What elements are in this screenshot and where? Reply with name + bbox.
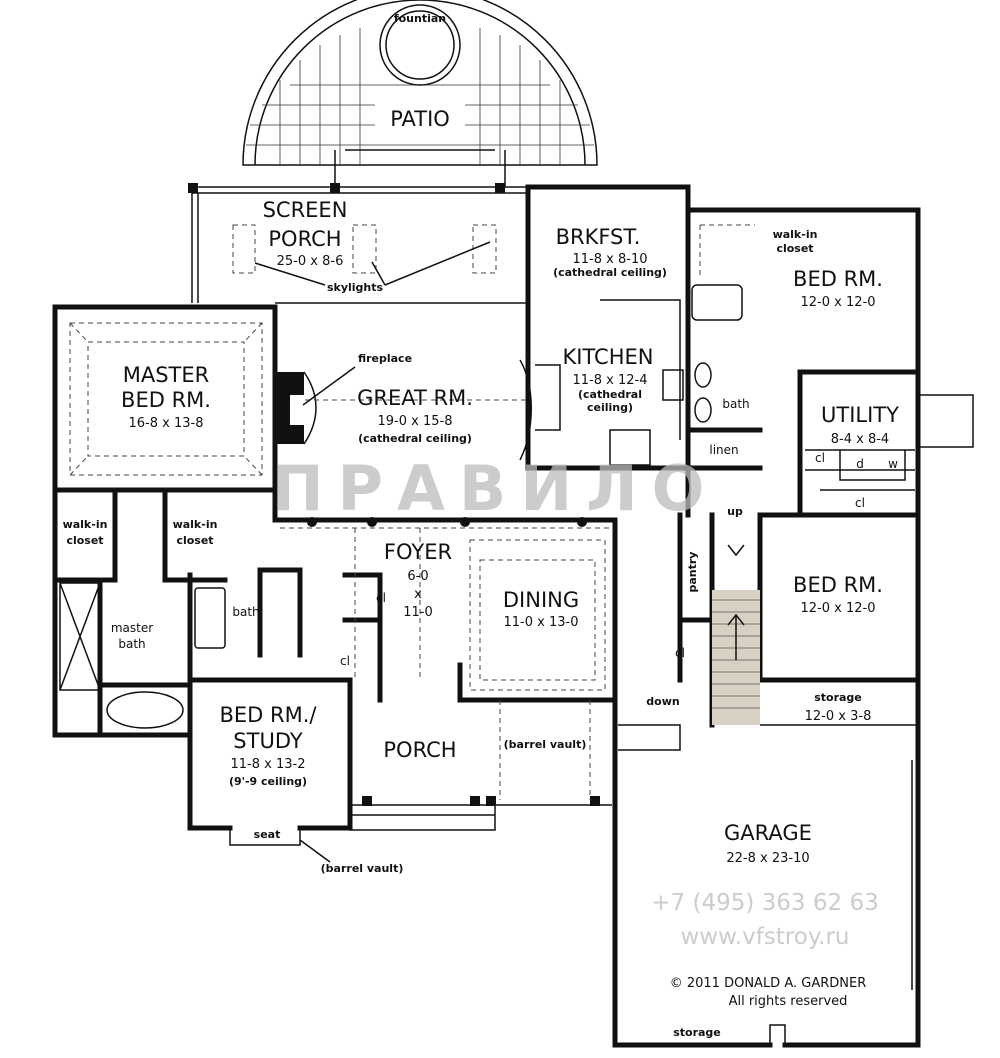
brkfst: BRKFST. 11-8 x 8-10 (cathedral ceiling)	[553, 225, 667, 279]
svg-text:19-0 x 15-8: 19-0 x 15-8	[378, 414, 453, 429]
svg-text:(barrel vault): (barrel vault)	[504, 738, 587, 751]
svg-text:12-0 x 12-0: 12-0 x 12-0	[801, 601, 876, 616]
svg-text:up: up	[727, 505, 743, 518]
svg-text:GREAT RM.: GREAT RM.	[357, 386, 473, 410]
room-labels: SCREEN PORCH 25-0 x 8-6 skylights BRKFST…	[63, 198, 900, 1039]
foyer: FOYER 6-0 x 11-0 cl cl	[340, 540, 452, 668]
svg-text:closet: closet	[176, 534, 213, 547]
hall-bath: bath	[232, 605, 259, 619]
utility: UTILITY 8-4 x 8-4 cl d w cl	[815, 403, 899, 510]
svg-text:STUDY: STUDY	[233, 729, 303, 753]
svg-text:11-8 x 12-4: 11-8 x 12-4	[573, 373, 648, 388]
svg-text:(cathedral ceiling): (cathedral ceiling)	[553, 266, 667, 279]
storage: storage 12-0 x 3-8	[805, 691, 872, 724]
svg-text:down: down	[646, 695, 679, 708]
svg-text:16-8 x 13-8: 16-8 x 13-8	[129, 416, 204, 431]
svg-text:25-0 x 8-6: 25-0 x 8-6	[277, 254, 344, 269]
svg-text:fireplace: fireplace	[358, 352, 412, 365]
svg-text:d: d	[856, 457, 864, 471]
garage: GARAGE 22-8 x 23-10 © 2011 DONALD A. GAR…	[670, 821, 867, 1039]
patio-label: PATIO	[390, 107, 450, 131]
study: BED RM./ STUDY 11-8 x 13-2 (9'-9 ceiling…	[220, 703, 404, 875]
svg-text:(barrel vault): (barrel vault)	[321, 862, 404, 875]
svg-text:(cathedral: (cathedral	[578, 388, 642, 401]
svg-text:UTILITY: UTILITY	[821, 403, 899, 427]
svg-text:SCREEN: SCREEN	[263, 198, 348, 222]
patio: PATIO fountian	[242, 0, 598, 187]
svg-text:8-4 x 8-4: 8-4 x 8-4	[831, 432, 889, 447]
svg-text:11-0: 11-0	[403, 605, 433, 620]
svg-text:12-0 x 3-8: 12-0 x 3-8	[805, 709, 872, 724]
svg-text:BED RM.: BED RM.	[793, 573, 883, 597]
svg-text:FOYER: FOYER	[384, 540, 452, 564]
svg-text:linen: linen	[709, 443, 738, 457]
svg-text:BED RM./: BED RM./	[220, 703, 318, 727]
svg-text:cl: cl	[376, 591, 386, 605]
svg-text:PORCH: PORCH	[383, 738, 456, 762]
svg-text:PORCH: PORCH	[268, 227, 341, 251]
svg-text:DINING: DINING	[503, 588, 579, 612]
stair-area: up down pantry cl	[646, 505, 743, 708]
svg-text:6-0: 6-0	[407, 569, 428, 584]
svg-text:KITCHEN: KITCHEN	[563, 345, 654, 369]
svg-text:x: x	[414, 587, 422, 602]
bed-room-2: BED RM. 12-0 x 12-0	[793, 573, 883, 616]
svg-text:walk-in: walk-in	[63, 518, 108, 531]
copyright: © 2011 DONALD A. GARDNER	[670, 976, 867, 991]
svg-text:(9'-9 ceiling): (9'-9 ceiling)	[229, 775, 307, 788]
svg-text:bath: bath	[722, 397, 749, 411]
svg-text:cl: cl	[815, 451, 825, 465]
svg-text:w: w	[888, 457, 898, 471]
porch: PORCH (barrel vault)	[383, 738, 586, 762]
svg-text:walk-in: walk-in	[173, 518, 218, 531]
svg-text:22-8 x 23-10: 22-8 x 23-10	[726, 851, 809, 866]
watermark-site: www.vfstroy.ru	[680, 924, 849, 950]
svg-text:(cathedral ceiling): (cathedral ceiling)	[358, 432, 472, 445]
svg-text:All rights reserved: All rights reserved	[729, 994, 848, 1009]
watermark: ПРАВИЛО +7 (495) 363 62 63 www.vfstroy.r…	[272, 452, 879, 950]
svg-text:bath: bath	[118, 637, 145, 651]
svg-text:12-0 x 12-0: 12-0 x 12-0	[801, 295, 876, 310]
kitchen: KITCHEN 11-8 x 12-4 (cathedral ceiling)	[563, 345, 654, 414]
svg-text:GARAGE: GARAGE	[724, 821, 812, 845]
fountain-label: fountian	[394, 12, 446, 25]
svg-text:closet: closet	[66, 534, 103, 547]
svg-text:cl: cl	[675, 646, 685, 660]
watermark-phone: +7 (495) 363 62 63	[651, 890, 878, 916]
svg-text:ceiling): ceiling)	[587, 401, 633, 414]
svg-text:closet: closet	[776, 242, 813, 255]
svg-text:cl: cl	[855, 496, 865, 510]
svg-text:storage: storage	[673, 1026, 721, 1039]
svg-text:master: master	[111, 621, 153, 635]
svg-text:BED RM.: BED RM.	[793, 267, 883, 291]
svg-text:11-8 x 13-2: 11-8 x 13-2	[231, 757, 306, 772]
bed-room-1: BED RM. 12-0 x 12-0 walk-in closet bath …	[709, 228, 883, 457]
svg-text:11-8 x 8-10: 11-8 x 8-10	[573, 252, 648, 267]
great-room: fireplace GREAT RM. 19-0 x 15-8 (cathedr…	[302, 352, 473, 445]
master-bed-room: MASTER BED RM. 16-8 x 13-8 walk-in close…	[63, 322, 263, 651]
screen-porch: SCREEN PORCH 25-0 x 8-6 skylights	[232, 198, 497, 294]
svg-text:seat: seat	[254, 828, 281, 841]
svg-text:BED RM.: BED RM.	[121, 388, 211, 412]
svg-text:MASTER: MASTER	[123, 363, 210, 387]
walls	[52, 183, 974, 1048]
svg-text:walk-in: walk-in	[773, 228, 818, 241]
svg-text:BRKFST.: BRKFST.	[556, 225, 641, 249]
watermark-logo: ПРАВИЛО	[272, 452, 719, 525]
svg-text:pantry: pantry	[686, 552, 699, 593]
svg-text:storage: storage	[814, 691, 862, 704]
svg-text:skylights: skylights	[327, 281, 384, 294]
dining: DINING 11-0 x 13-0	[503, 588, 579, 630]
svg-text:11-0 x 13-0: 11-0 x 13-0	[504, 615, 579, 630]
svg-text:cl: cl	[340, 654, 350, 668]
